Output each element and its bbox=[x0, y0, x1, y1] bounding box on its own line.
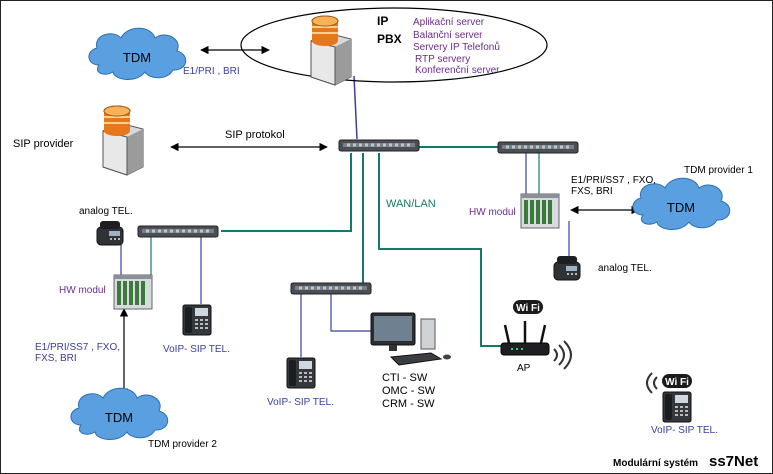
pbx-title-pbx: PBX bbox=[377, 32, 402, 46]
pbx-service: Aplikační server bbox=[413, 17, 485, 28]
voip-phone-wifi-icon bbox=[662, 391, 692, 423]
pbx-boundary bbox=[240, 7, 548, 83]
analog-tel-right-label: analog TEL. bbox=[598, 263, 652, 274]
tdm-provider1-line1: E1/PRI/SS7 , FXO,FXS, BRI bbox=[571, 175, 656, 197]
link-mid-switch-pc bbox=[330, 294, 373, 332]
wifi-badge-ap: Wi Fi bbox=[513, 300, 543, 314]
voip-phone-mid-icon bbox=[286, 357, 316, 389]
analog-phone-right-icon bbox=[553, 255, 581, 281]
tdm-provider-2-label: TDM provider 2 bbox=[148, 439, 217, 450]
tdm-cloud-provider2-label: TDM bbox=[105, 410, 133, 425]
core-switch-icon bbox=[338, 139, 420, 152]
link-lines bbox=[120, 75, 570, 357]
link-pbx-core bbox=[353, 75, 358, 140]
pbx-server-icon bbox=[310, 15, 352, 86]
pbx-service: Balanční server bbox=[413, 30, 483, 41]
voip-tel-wifi-label: VoIP- SIP TEL. bbox=[651, 425, 718, 436]
tdm-cloud-top-label: TDM bbox=[123, 50, 151, 65]
left-switch-icon bbox=[137, 225, 219, 238]
link-core-ap bbox=[378, 153, 501, 347]
tdm-cloud-provider1: TDM bbox=[632, 177, 731, 231]
link-label-tdm-pbx: E1/PRI , BRI bbox=[183, 66, 240, 77]
pbx-service: Konferenční server bbox=[415, 65, 500, 76]
crm-label: CRM - SW bbox=[382, 398, 435, 410]
link-core-left-switch bbox=[221, 153, 352, 232]
tdm-cloud-provider1-label: TDM bbox=[667, 200, 695, 215]
sip-provider-server-icon bbox=[102, 105, 144, 176]
voip-tel-left-label: VoIP- SIP TEL. bbox=[163, 344, 230, 355]
omc-label: OMC - SW bbox=[382, 385, 436, 397]
svg-text:Wi Fi: Wi Fi bbox=[516, 303, 540, 314]
analog-phone-left-icon bbox=[96, 220, 124, 246]
sip-provider-label: SIP provider bbox=[13, 138, 74, 150]
cti-label: CTI - SW bbox=[382, 372, 428, 384]
wifi-badge-phone: Wi Fi bbox=[662, 374, 692, 388]
tdm-provider-1-label: TDM provider 1 bbox=[684, 165, 753, 176]
analog-tel-left-label: analog TEL. bbox=[79, 206, 133, 217]
footer-label: Modulární systém bbox=[613, 458, 698, 469]
hw-module-left-label: HW modul bbox=[59, 285, 106, 296]
mid-switch-icon bbox=[290, 282, 372, 295]
tdm-cloud-top: TDM bbox=[88, 27, 187, 81]
access-point-icon bbox=[500, 321, 550, 356]
hw-module-left-icon bbox=[113, 274, 153, 310]
right-switch-icon bbox=[497, 141, 579, 154]
voip-tel-mid-label: VoIP- SIP TEL. bbox=[267, 397, 334, 408]
brand-label: ss7Net bbox=[709, 453, 758, 470]
pbx-title-ip: IP bbox=[377, 14, 388, 28]
hw-module-right-icon bbox=[520, 193, 560, 229]
pbx-service: Servery IP Telefonů bbox=[413, 41, 500, 53]
ap-label: AP bbox=[517, 363, 531, 374]
pbx-services: Aplikační server Balanční server Servery… bbox=[413, 17, 500, 76]
voip-phone-left-icon bbox=[182, 304, 212, 336]
tdm-cloud-provider2: TDM bbox=[70, 387, 169, 441]
workstation-icon bbox=[370, 312, 451, 366]
svg-text:Wi Fi: Wi Fi bbox=[665, 377, 689, 388]
link-label-wan: WAN/LAN bbox=[386, 198, 436, 210]
wifi-waves-icon bbox=[553, 340, 658, 394]
pbx-service: RTP servery bbox=[415, 54, 470, 65]
hw-module-right-label: HW modul bbox=[469, 207, 516, 218]
tdm-provider2-line: E1/PRI/SS7 , FXO,FXS, BRI bbox=[35, 342, 120, 364]
link-label-sip: SIP protokol bbox=[225, 129, 285, 141]
